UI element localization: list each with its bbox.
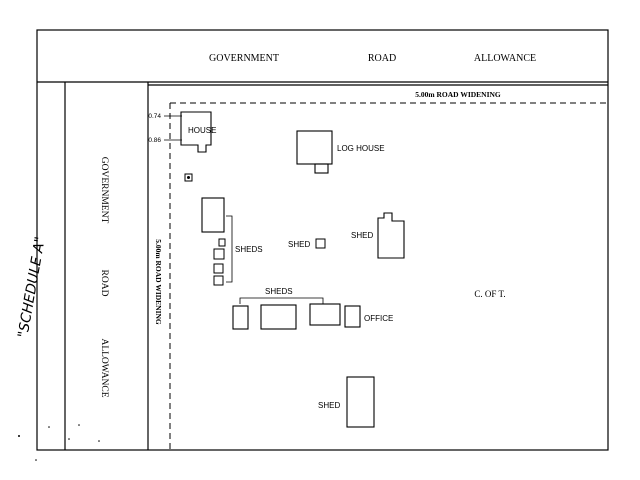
shed-small-label: SHED	[288, 240, 310, 249]
shed-right-label: SHED	[351, 231, 373, 240]
shed-bottom-2	[260, 304, 297, 330]
sheds-bottom-label: SHEDS	[265, 287, 293, 296]
shed-bottom-large-label: SHED	[318, 401, 340, 410]
office-label: OFFICE	[364, 314, 393, 323]
house-label: HOUSE	[188, 126, 216, 135]
shed-small	[315, 238, 326, 249]
shed-left-small-3	[213, 263, 224, 274]
sheds-left-bracket	[226, 215, 233, 283]
top-road-word-2: ROAD	[368, 53, 396, 64]
top-widening-label: 5.00m ROAD WIDENING	[415, 90, 501, 99]
log-house-annex	[314, 163, 329, 174]
shed-left-small-4	[213, 275, 224, 286]
scan-speck	[68, 438, 70, 440]
shed-bottom-1	[232, 305, 249, 330]
sheds-left-label: SHEDS	[235, 245, 263, 254]
dimension-upper: 0.74	[148, 113, 161, 120]
top-road-word-3: ALLOWANCE	[474, 53, 536, 64]
log-house-label: LOG HOUSE	[337, 144, 385, 153]
top-road-word-1: GOVERNMENT	[209, 53, 279, 64]
sheds-bottom-bracket	[239, 297, 324, 304]
shed-left-large	[201, 197, 225, 233]
left-road-word-2: ROAD	[99, 270, 109, 297]
shed-right	[377, 212, 405, 259]
outer-boundary	[36, 29, 609, 451]
left-road-word-3: ALLOWANCE	[99, 338, 109, 397]
shed-bottom-3	[309, 303, 341, 326]
log-house-footprint	[296, 130, 333, 165]
dimension-lower: 0.86	[148, 137, 161, 144]
shed-left-small-2	[213, 248, 225, 260]
scan-speck	[48, 426, 50, 428]
office-footprint	[344, 305, 361, 328]
well-marker	[184, 173, 193, 182]
house-footprint	[180, 111, 212, 153]
scan-speck	[98, 440, 100, 442]
scan-speck	[35, 459, 37, 461]
scan-speck	[18, 435, 20, 437]
left-road-word-1: GOVERNMENT	[99, 157, 109, 224]
concession-label: C. OF T.	[474, 289, 505, 299]
schedule-a-label: "SCHEDULE A"	[15, 235, 49, 339]
well-marker-dot	[187, 176, 190, 179]
shed-left-small-1	[218, 238, 226, 247]
shed-bottom-large	[346, 376, 375, 428]
left-widening-label: 5.00m ROAD WIDENING	[154, 239, 163, 325]
scan-speck	[78, 424, 80, 426]
